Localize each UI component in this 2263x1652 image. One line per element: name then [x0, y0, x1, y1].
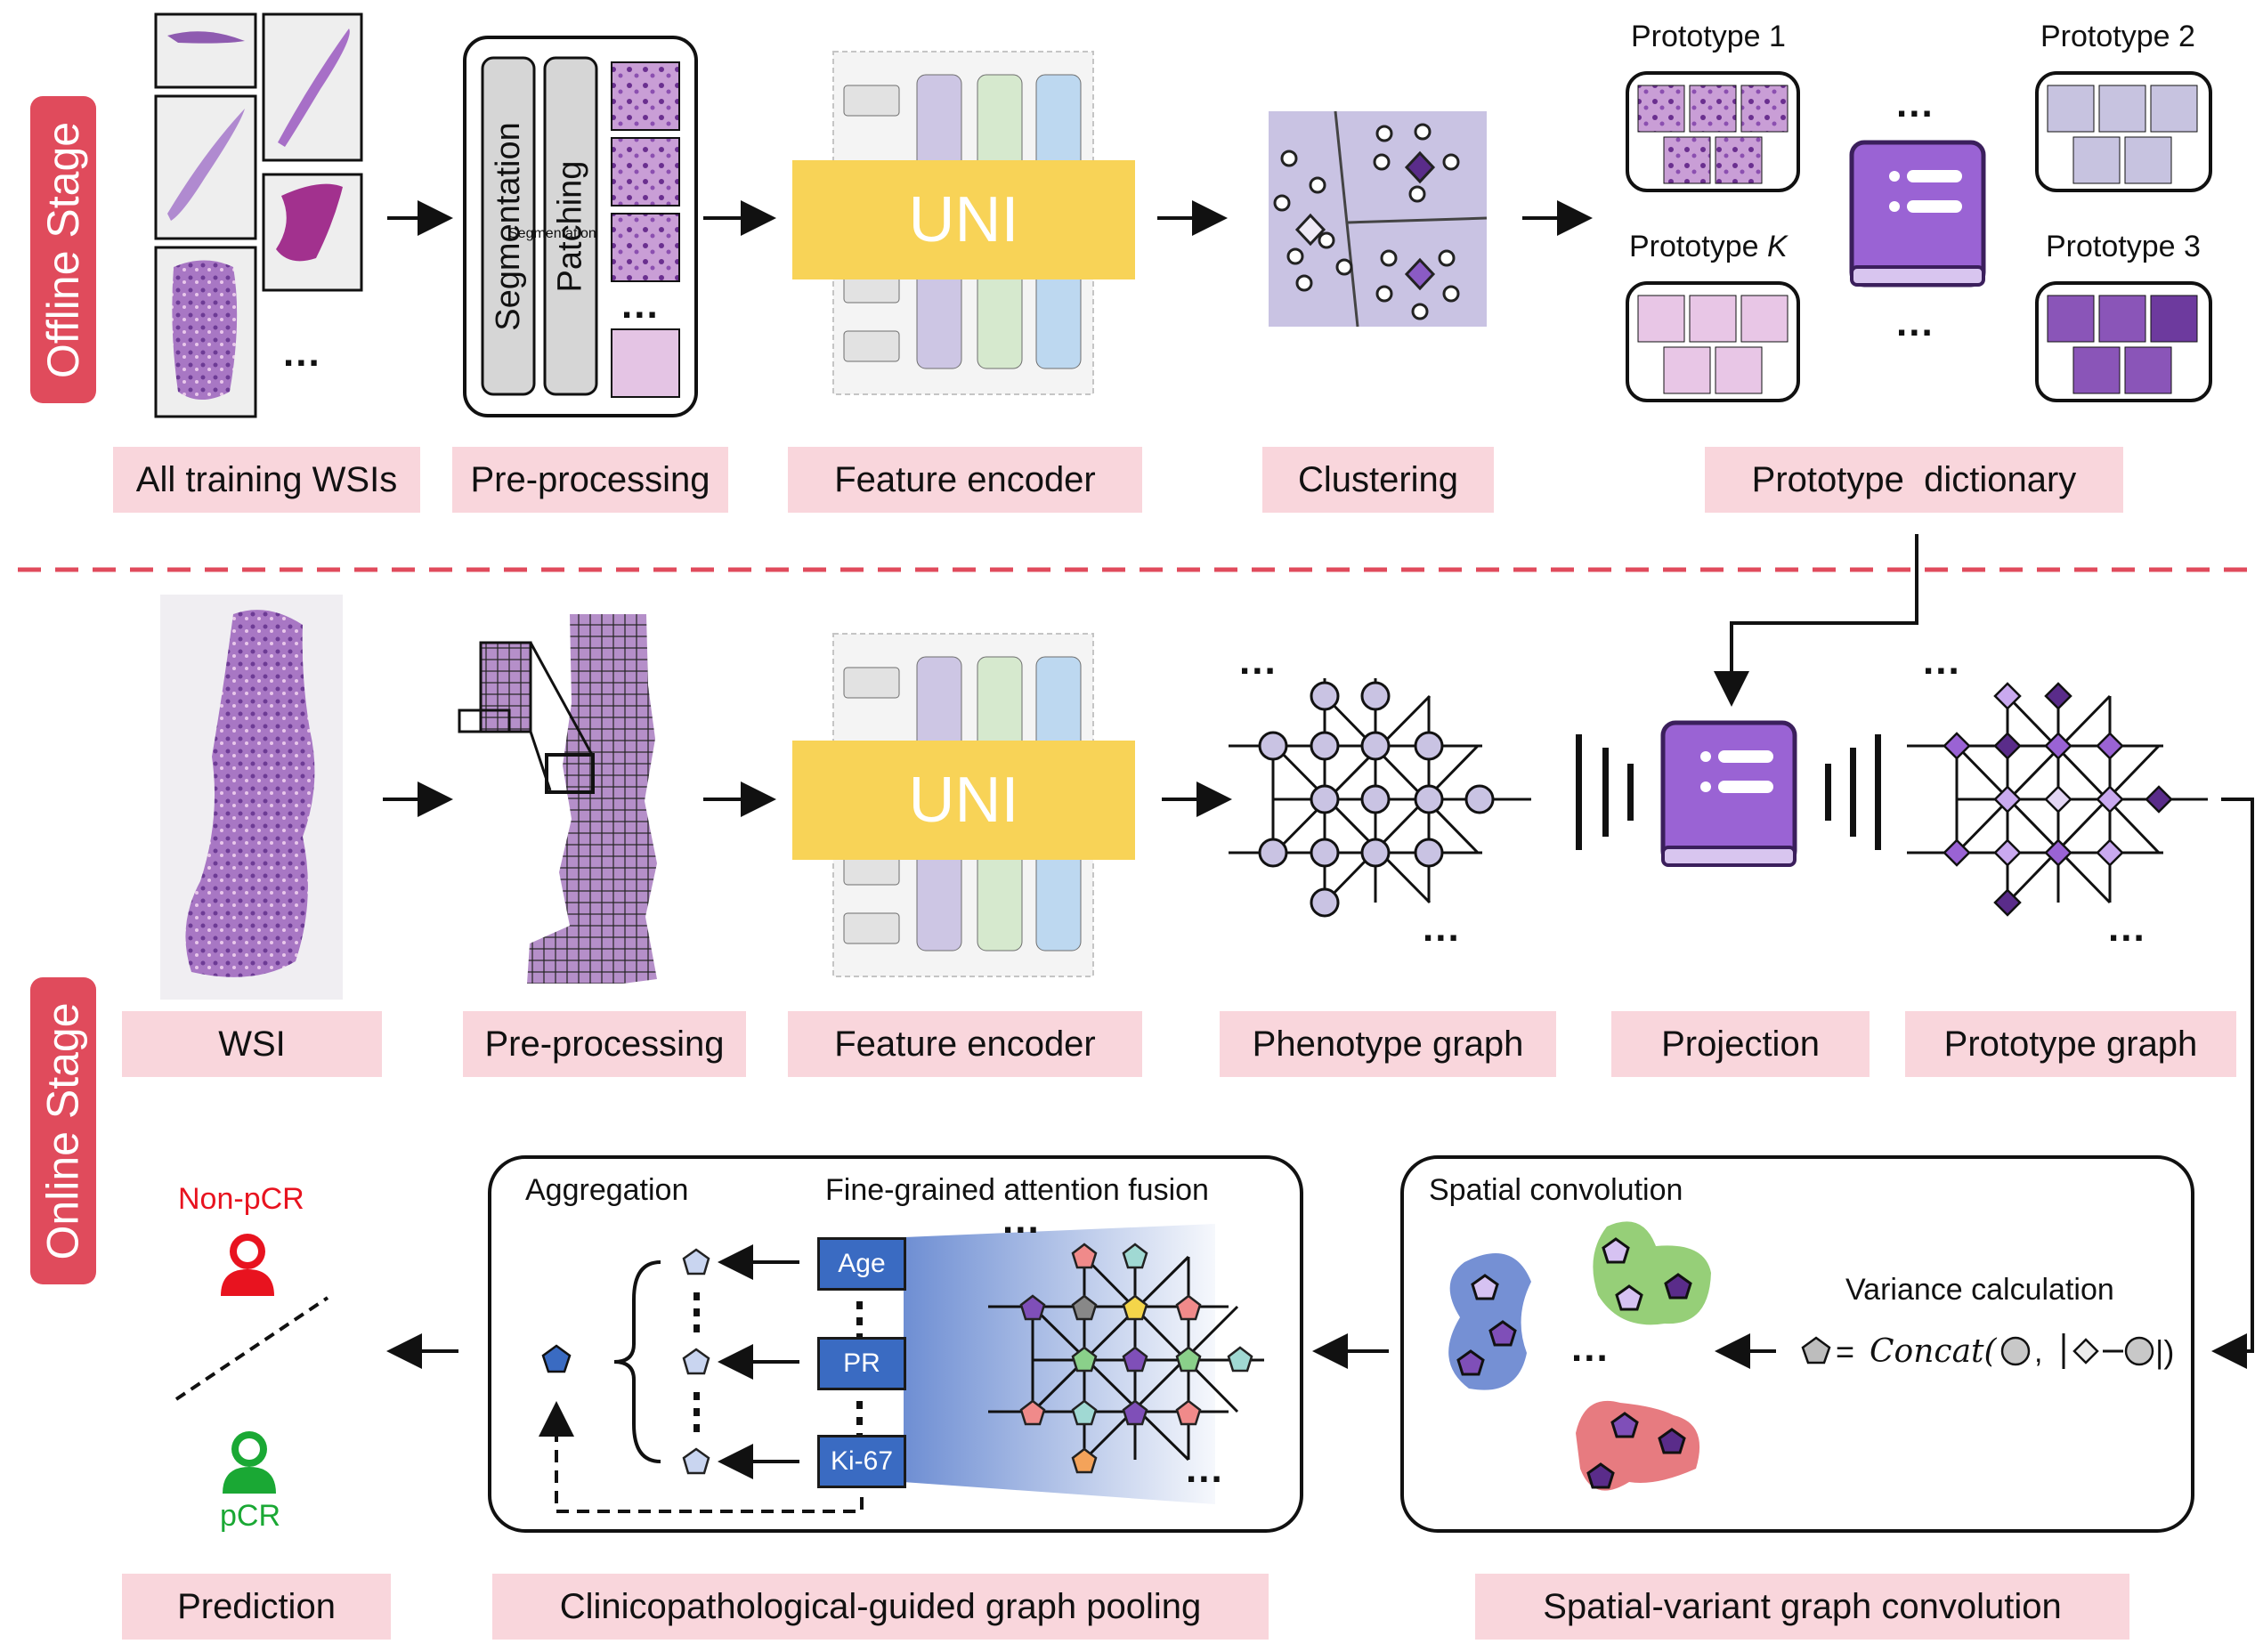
training-wsi-thumbnails — [154, 12, 363, 418]
caption-prediction: Prediction — [122, 1574, 391, 1640]
prototype-3-label: Prototype 3 — [2046, 230, 2201, 263]
online-wsi-slide — [160, 595, 343, 1000]
clinical-age-box: Age — [817, 1237, 906, 1291]
caption-encoder-offline: Feature encoder — [788, 447, 1142, 513]
caption-preprocess-online: Pre-processing — [463, 1011, 746, 1077]
arrow-dictionary-to-projection — [1714, 534, 1918, 707]
dictionary-book-icon — [1849, 140, 1986, 287]
caption-prototype-dictionary: Prototype dictionary — [1705, 447, 2123, 513]
spatial-convolution-label: Spatial convolution — [1429, 1173, 1683, 1207]
prototype-k-label: Prototype K — [1629, 230, 1788, 263]
ellipsis-fusion-bottom: ... — [1186, 1447, 1224, 1491]
prototype-1-label: Prototype 1 — [1631, 20, 1786, 53]
ellipsis-dictionary-top: ... — [1896, 82, 1934, 126]
fused-graph-nodes — [1019, 1243, 1253, 1474]
caption-projection: Projection — [1611, 1011, 1870, 1077]
ellipsis-wsi: ... — [283, 331, 321, 375]
phenotype-graph — [1229, 678, 1531, 918]
ellipsis-phenotype-bottom: ... — [1423, 906, 1461, 950]
spatial-clusters — [1448, 1221, 1711, 1491]
clinical-feedback-arrow — [539, 1401, 864, 1513]
ellipsis-patches: ... — [621, 283, 660, 327]
aggregation-brace — [613, 1260, 661, 1463]
aggregation-label: Aggregation — [525, 1173, 689, 1207]
formula-close: |) — [2155, 1333, 2175, 1370]
arrow-prototype-to-variance — [2211, 798, 2254, 1369]
patching-text: Patching — [551, 160, 589, 292]
clinical-ki67-box: Ki-67 — [817, 1435, 906, 1488]
attention-fusion-label: Fine-grained attention fusion — [825, 1173, 1209, 1207]
projection-book-icon — [1660, 720, 1797, 867]
projection-bars — [1576, 734, 1881, 850]
attention-fusion-fan — [904, 1224, 1215, 1504]
pcr-label: pCR — [220, 1499, 281, 1533]
segmentation-text: Segmentation — [489, 121, 527, 331]
uni-encoder-online: UNI — [792, 741, 1135, 860]
formula-comma: , — [2034, 1335, 2042, 1369]
prototype-graph — [1907, 682, 2208, 917]
patch-grid — [458, 614, 657, 984]
preprocess-panel — [463, 36, 698, 417]
ellipsis-clusters: ... — [1571, 1326, 1610, 1370]
prototype-dictionary — [1626, 71, 2212, 402]
ellipsis-phenotype-top: ... — [1239, 639, 1278, 683]
caption-all-training-wsis: All training WSIs — [113, 447, 420, 513]
ellipsis-dictionary-bottom: ... — [1896, 301, 1934, 344]
ellipsis-fusion-top: ... — [1002, 1198, 1041, 1242]
pcr-person-icon — [223, 1431, 276, 1494]
offline-stage-text: Offline Stage — [38, 121, 89, 378]
caption-encoder-online: Feature encoder — [788, 1011, 1142, 1077]
aggregated-pentagons — [682, 1248, 710, 1475]
formula-equals: = — [1836, 1333, 1855, 1370]
prediction-divider — [174, 1296, 329, 1401]
caption-preprocess-offline: Pre-processing — [452, 447, 728, 513]
online-stage-text: Online Stage — [38, 1001, 88, 1260]
uni-encoder-offline: UNI — [792, 160, 1135, 279]
segmentation-step: Segmentation — [483, 58, 534, 394]
clustering-plot — [1269, 110, 1488, 328]
ellipsis-prototype-top: ... — [1923, 639, 1961, 683]
non-pcr-label: Non-pCR — [178, 1182, 304, 1216]
formula-circle-icon-2 — [2124, 1336, 2154, 1366]
caption-graph-convolution: Spatial-variant graph convolution — [1475, 1574, 2129, 1640]
patching-step: Patching — [545, 58, 596, 394]
ellipsis-prototype-bottom: ... — [2108, 906, 2146, 950]
caption-prototype-graph: Prototype graph — [1905, 1011, 2236, 1077]
formula-diamond-icon — [2072, 1338, 2099, 1365]
formula-circle-icon — [2000, 1336, 2031, 1366]
offline-stage-label: Offline Stage — [30, 96, 96, 403]
prototype-2-label: Prototype 2 — [2040, 20, 2195, 53]
caption-wsi: WSI — [122, 1011, 382, 1077]
variance-calculation-label: Variance calculation — [1845, 1273, 2114, 1307]
caption-graph-pooling: Clinicopathological-guided graph pooling — [492, 1574, 1269, 1640]
aggregation-arrows — [718, 1244, 799, 1479]
non-pcr-person-icon — [221, 1234, 274, 1296]
caption-clustering: Clustering — [1262, 447, 1494, 513]
online-stage-label: Online Stage — [30, 977, 96, 1284]
clinical-pr-box: PR — [817, 1337, 906, 1390]
formula-pentagon-icon — [1801, 1336, 1831, 1365]
formula-concat: Concat( — [1870, 1333, 1997, 1370]
caption-phenotype-graph: Phenotype graph — [1220, 1011, 1556, 1077]
graph-embedding-pentagon — [541, 1344, 572, 1373]
